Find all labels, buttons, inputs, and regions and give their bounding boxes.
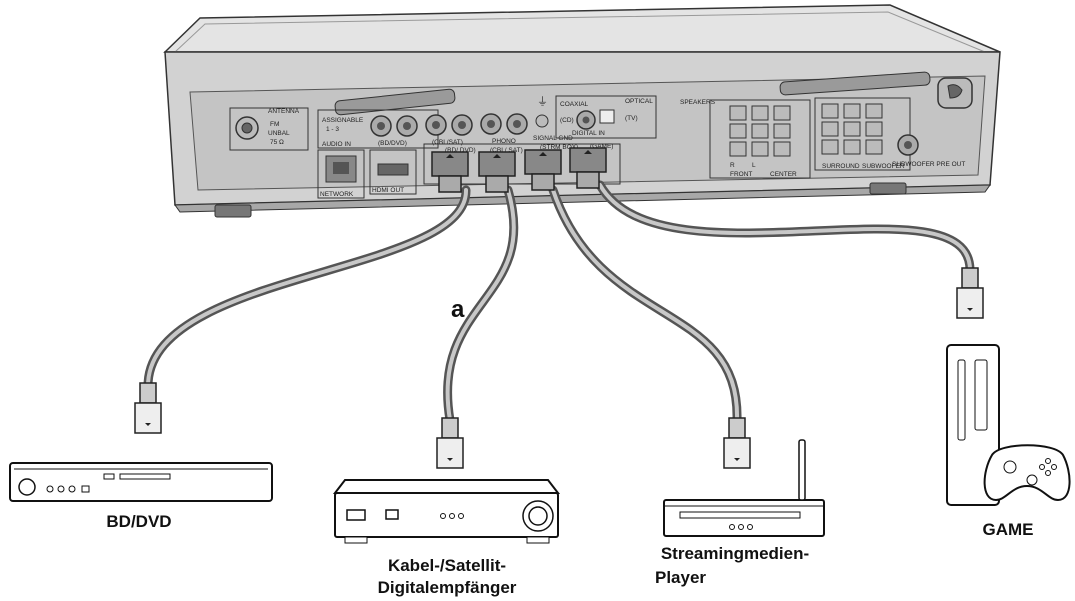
svg-text:SUBWOOFER: SUBWOOFER xyxy=(862,163,905,170)
bd-dvd-player xyxy=(9,462,273,502)
label-cable-sat-line1: Kabel-/Satellit- xyxy=(388,556,506,575)
svg-text:COAXIAL: COAXIAL xyxy=(560,101,589,108)
wifi-antenna-right xyxy=(779,71,931,96)
svg-text:(BD/ DVD): (BD/ DVD) xyxy=(445,147,476,154)
svg-text:75 Ω: 75 Ω xyxy=(270,139,284,146)
svg-text:HDMI OUT: HDMI OUT xyxy=(372,187,404,194)
hdmi-out-port: HDMI OUT xyxy=(369,149,417,195)
hdmi-cable-bd-dvd xyxy=(143,185,471,390)
hdmi-plug-bd-dvd xyxy=(134,382,162,434)
svg-text:AUDIO IN: AUDIO IN xyxy=(322,141,351,148)
game-console xyxy=(946,344,1000,506)
game-controller-icon xyxy=(983,444,1071,502)
hdmi-plug-cable-sat xyxy=(436,417,464,469)
power-inlet xyxy=(937,77,973,109)
svg-text:(CD): (CD) xyxy=(560,117,574,124)
hdmi-cable-streaming xyxy=(548,185,742,425)
speaker-terminals: SPEAKERS R L FRONT CENTER SURROUND SUBWO… xyxy=(680,97,965,179)
svg-text:(CBL/ SAT): (CBL/ SAT) xyxy=(490,147,523,154)
label-streaming-line2: Player xyxy=(655,568,706,587)
svg-text:1 - 3: 1 - 3 xyxy=(326,126,339,133)
svg-text:L: L xyxy=(752,162,756,169)
svg-text:SIGNAL GND: SIGNAL GND xyxy=(533,135,573,142)
wifi-antenna-left xyxy=(334,88,456,116)
hdmi-plug-4 xyxy=(569,147,607,189)
hdmi-in-labels: (BD/ DVD) (CBL/ SAT) (STRM BOX) (GAME) xyxy=(423,143,621,185)
svg-text:SURROUND: SURROUND xyxy=(822,163,860,170)
svg-text:ANTENNA: ANTENNA xyxy=(268,108,300,115)
hdmi-plugs-at-receiver xyxy=(431,147,607,193)
audio-in-jacks: ASSIGNABLE 1 - 3 AUDIO IN (BD/DVD) (CBL/… xyxy=(317,109,528,149)
svg-text:(STRM BOX): (STRM BOX) xyxy=(540,144,578,151)
svg-text:R: R xyxy=(730,162,735,169)
svg-text:OPTICAL: OPTICAL xyxy=(625,98,653,105)
svg-text:FM: FM xyxy=(270,121,279,128)
fm-antenna-terminal: ANTENNA FM UNBAL 75 Ω xyxy=(229,107,309,151)
av-receiver: ANTENNA FM UNBAL 75 Ω ASSIGNABLE 1 - 3 A… xyxy=(163,4,1001,218)
hdmi-cable-game xyxy=(595,180,975,275)
label-streaming-line1: Streamingmedien- xyxy=(661,544,809,563)
hdmi-plug-3 xyxy=(524,149,562,191)
hdmi-plug-1 xyxy=(431,151,469,193)
svg-text:SUBWOOFER PRE OUT: SUBWOOFER PRE OUT xyxy=(892,161,965,168)
svg-text:UNBAL: UNBAL xyxy=(268,130,290,137)
hdmi-cable-cable-sat xyxy=(443,185,519,425)
hdmi-plugs-at-devices xyxy=(134,267,984,469)
svg-text:FRONT: FRONT xyxy=(730,171,752,178)
hdmi-plug-2 xyxy=(478,151,516,193)
svg-text:ASSIGNABLE: ASSIGNABLE xyxy=(322,117,364,124)
svg-text:PHONO: PHONO xyxy=(492,138,516,145)
label-cable-sat-line2: Digitalempfänger xyxy=(378,578,517,597)
network-port: NETWORK xyxy=(317,149,365,199)
callout-a: a xyxy=(451,296,465,323)
svg-text:SPEAKERS: SPEAKERS xyxy=(680,99,716,106)
svg-text:⏚: ⏚ xyxy=(537,95,548,108)
hdmi-cables xyxy=(143,180,975,425)
svg-text:DIGITAL IN: DIGITAL IN xyxy=(572,130,605,137)
signal-gnd-terminal: SIGNAL GND ⏚ xyxy=(533,95,573,142)
svg-text:CENTER: CENTER xyxy=(770,171,797,178)
svg-text:NETWORK: NETWORK xyxy=(320,191,354,198)
label-game: GAME xyxy=(983,520,1034,539)
cable-sat-receiver xyxy=(332,479,561,544)
label-bd-dvd: BD/DVD xyxy=(106,512,171,531)
svg-text:(BD/DVD): (BD/DVD) xyxy=(378,140,407,147)
hdmi-plug-game xyxy=(956,267,984,319)
digital-in-jacks: COAXIAL (CD) OPTICAL (TV) DIGITAL IN xyxy=(555,95,657,139)
streaming-player xyxy=(663,439,825,537)
svg-text:(GAME): (GAME) xyxy=(590,143,613,150)
hdmi-plug-streaming xyxy=(723,417,751,469)
svg-text:(TV): (TV) xyxy=(625,115,638,122)
svg-text:(CBL/SAT): (CBL/SAT) xyxy=(432,139,463,146)
